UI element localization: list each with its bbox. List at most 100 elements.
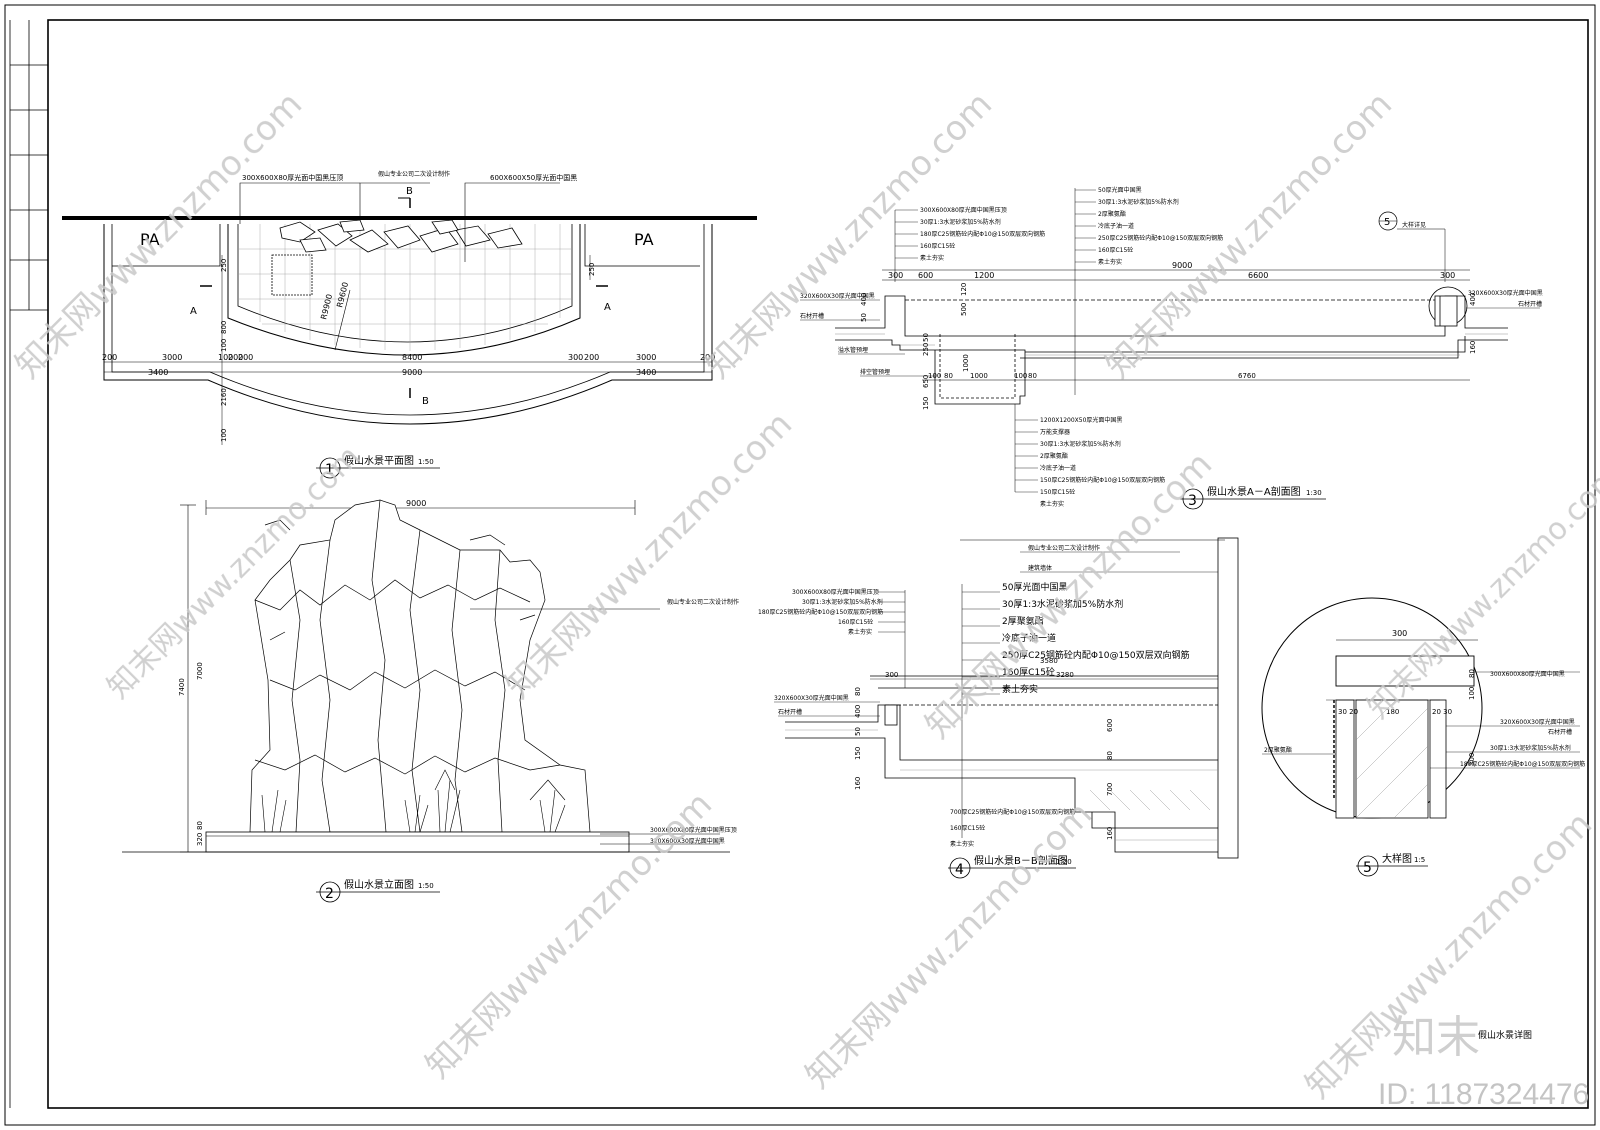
svg-text:80: 80	[1106, 751, 1114, 760]
sheet-name: 假山水景详图	[1478, 1029, 1532, 1041]
svg-text:500: 500	[960, 303, 968, 316]
rockery-elevation	[249, 499, 591, 833]
svg-text:300X600X80厚光面中国黑压顶: 300X600X80厚光面中国黑压顶	[792, 588, 879, 596]
svg-text:30厚1:3水泥砂浆加5%防水剂: 30厚1:3水泥砂浆加5%防水剂	[1040, 440, 1121, 448]
svg-text:7000: 7000	[196, 662, 204, 680]
svg-text:大样详见: 大样详见	[1402, 221, 1426, 229]
svg-text:30厚1:3水泥砂浆加5%防水剂: 30厚1:3水泥砂浆加5%防水剂	[1098, 198, 1179, 206]
elevation-drawing: 9000 7400 7000 320 80	[122, 499, 739, 903]
svg-text:50厚光面中国黑: 50厚光面中国黑	[1098, 186, 1142, 194]
pa-label-right: PA	[634, 230, 654, 249]
svg-text:3580: 3580	[1040, 657, 1058, 665]
svg-text:3280: 3280	[1056, 671, 1074, 679]
section-bb-structure	[785, 675, 1218, 853]
svg-text:700厚C25钢筋砼内配Φ10@150双层双向钢筋: 700厚C25钢筋砼内配Φ10@150双层双向钢筋	[950, 808, 1075, 816]
svg-text:A: A	[190, 306, 197, 317]
svg-text:1200X1200X50厚光面中国黑: 1200X1200X50厚光面中国黑	[1040, 416, 1122, 424]
svg-text:400: 400	[1469, 293, 1477, 306]
svg-text:R9900: R9900	[319, 293, 334, 320]
svg-text:300: 300	[1392, 629, 1407, 638]
svg-text:3: 3	[1188, 493, 1197, 509]
svg-text:素土夯实: 素土夯实	[920, 254, 944, 262]
svg-text:排空管预埋: 排空管预埋	[860, 368, 890, 376]
drawing-3-title: 假山水景A－A剖面图	[1207, 485, 1301, 498]
svg-text:1:50: 1:50	[418, 882, 434, 890]
svg-text:石材开槽: 石材开槽	[800, 312, 824, 320]
svg-text:250: 250	[922, 343, 930, 356]
svg-text:1:5: 1:5	[1414, 856, 1425, 864]
svg-text:200: 200	[700, 353, 715, 362]
svg-text:R9600: R9600	[335, 281, 350, 308]
svg-text:320X600X30厚光面中国黑: 320X600X30厚光面中国黑	[800, 292, 875, 300]
svg-text:100: 100	[928, 372, 941, 380]
svg-text:600: 600	[1106, 719, 1114, 732]
svg-text:1: 1	[325, 462, 334, 478]
svg-text:30 20: 30 20	[1338, 708, 1358, 716]
plants	[261, 769, 566, 833]
svg-text:200: 200	[228, 353, 243, 362]
svg-text:180厚C25钢筋砼内配Φ10@150双层双向钢筋: 180厚C25钢筋砼内配Φ10@150双层双向钢筋	[758, 608, 883, 616]
svg-text:A: A	[604, 302, 611, 313]
svg-text:200: 200	[584, 353, 599, 362]
svg-text:800: 800	[220, 321, 228, 334]
svg-text:700: 700	[1106, 783, 1114, 796]
svg-text:30厚1:3水泥砂浆加5%防水剂: 30厚1:3水泥砂浆加5%防水剂	[920, 218, 1001, 226]
drawing-1-title: 假山水景平面图	[344, 454, 414, 467]
svg-text:160厚C15砼: 160厚C15砼	[838, 618, 873, 626]
svg-text:150: 150	[854, 747, 862, 760]
svg-text:50: 50	[922, 333, 930, 342]
svg-text:建筑墙体: 建筑墙体	[1028, 564, 1052, 572]
svg-text:20 30: 20 30	[1432, 708, 1452, 716]
svg-text:溢水管预埋: 溢水管预埋	[838, 346, 868, 354]
svg-text:6760: 6760	[1238, 372, 1256, 380]
svg-text:160: 160	[1106, 827, 1114, 840]
svg-text:5: 5	[1384, 217, 1390, 228]
svg-text:2160: 2160	[220, 388, 228, 406]
svg-text:160厚C15砼: 160厚C15砼	[950, 824, 985, 832]
svg-text:250: 250	[588, 263, 596, 276]
svg-text:160厚C15砼: 160厚C15砼	[1098, 246, 1133, 254]
svg-text:160: 160	[1469, 341, 1477, 354]
svg-text:知末网www.znzmo.com: 知末网www.znzmo.com	[498, 404, 800, 706]
svg-text:1200: 1200	[974, 271, 994, 280]
svg-text:假山专业公司二次设计制作: 假山专业公司二次设计制作	[378, 170, 450, 178]
svg-text:6600: 6600	[1248, 271, 1268, 280]
plan-drawing: R9900 R9600 PA PA 300X600X80厚光面中国黑压顶 假山专…	[62, 170, 757, 479]
svg-text:180厚C25钢筋砼内配Φ10@150双层双向钢筋: 180厚C25钢筋砼内配Φ10@150双层双向钢筋	[1460, 760, 1585, 768]
svg-text:2厚聚氨酯: 2厚聚氨酯	[1040, 452, 1068, 460]
drain-grate	[271, 254, 313, 296]
svg-text:2: 2	[325, 886, 334, 902]
svg-text:3400: 3400	[148, 368, 168, 377]
svg-text:7400: 7400	[178, 678, 186, 696]
svg-text:冷底子油一道: 冷底子油一道	[1098, 222, 1134, 230]
svg-text:300: 300	[568, 353, 583, 362]
svg-text:4: 4	[955, 862, 964, 878]
svg-text:300X600X80厚光面中国黑压顶: 300X600X80厚光面中国黑压顶	[920, 206, 1007, 214]
svg-text:80: 80	[944, 372, 953, 380]
svg-text:30厚1:3水泥砂浆加5%防水剂: 30厚1:3水泥砂浆加5%防水剂	[1490, 744, 1571, 752]
svg-text:50: 50	[854, 727, 862, 736]
svg-text:1:50: 1:50	[418, 458, 434, 466]
svg-text:160厚C15砼: 160厚C15砼	[920, 242, 955, 250]
svg-text:300: 300	[888, 271, 903, 280]
svg-text:80: 80	[1028, 372, 1037, 380]
svg-text:180: 180	[1386, 708, 1399, 716]
section-aa-hatch	[835, 333, 1508, 356]
svg-text:知末网www.znzmo.com: 知末网www.znzmo.com	[798, 794, 1100, 1096]
svg-text:320: 320	[196, 833, 204, 846]
svg-text:400: 400	[860, 293, 868, 306]
svg-text:3000: 3000	[162, 353, 182, 362]
svg-text:石材开槽: 石材开槽	[1548, 728, 1572, 736]
watermark-brand: 知末	[1392, 1012, 1480, 1063]
svg-text:600: 600	[918, 271, 933, 280]
detail-drawing: 300 30 20 180 20 30 80 100 300 300X600X8…	[1261, 597, 1585, 877]
svg-text:石材开槽: 石材开槽	[1518, 300, 1542, 308]
svg-text:100: 100	[220, 429, 228, 442]
svg-text:知末网www.znzmo.com: 知末网www.znzmo.com	[1361, 459, 1600, 725]
svg-text:300: 300	[1468, 753, 1476, 766]
section-aa-drawing: 300X600X80厚光面中国黑压顶 30厚1:3水泥砂浆加5%防水剂 180厚…	[800, 186, 1543, 510]
building-wall	[1217, 537, 1239, 859]
svg-text:5: 5	[1363, 860, 1372, 876]
svg-text:300: 300	[885, 671, 898, 679]
